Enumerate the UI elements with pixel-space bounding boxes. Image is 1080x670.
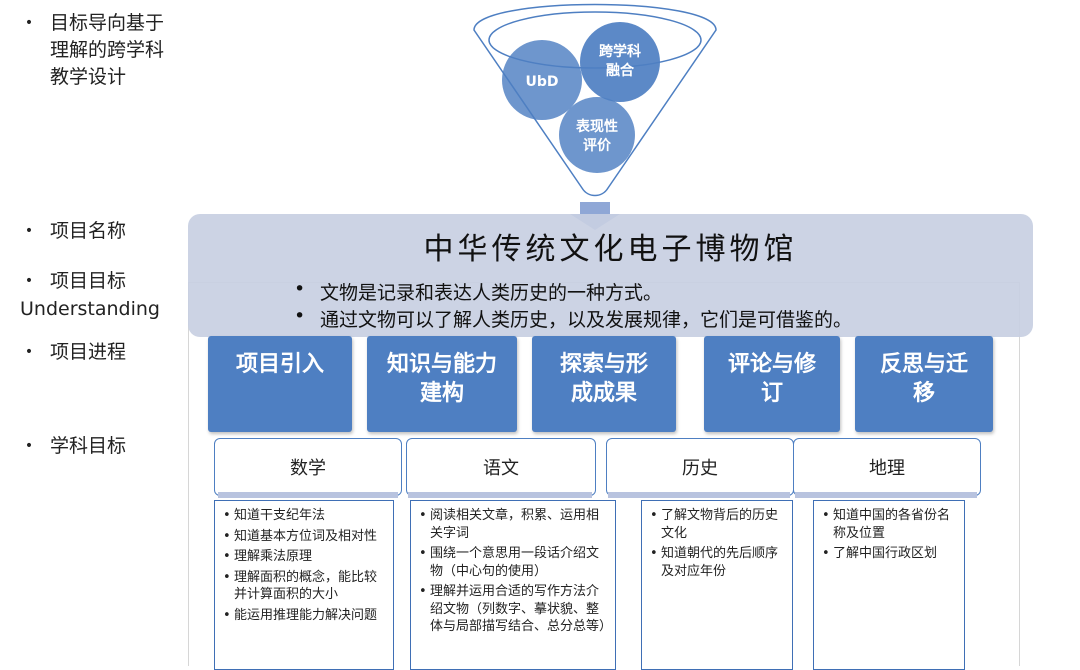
project-title: 中华传统文化电子博物馆 [423,232,798,267]
process-step-construct: 知识与能力建构 [367,336,517,432]
goal-box-chinese: 阅读相关文章，积累、运用相关字词 围绕一个意思用一段话介绍文物（中心句的使用） … [410,500,616,670]
bullet-icon: • [24,223,34,239]
outline-project-process-label: 项目进程 [50,341,127,363]
bullet-icon: • [24,438,34,454]
circle-interdisciplinary-label-2: 融合 [606,62,635,79]
subject-header-history: 历史 [606,438,794,496]
list-item: 阅读相关文章，积累、运用相关字词 [419,507,609,542]
understanding-text-1: 文物是记录和表达人类历史的一种方式。 [320,282,663,304]
subject-header-chinese: 语文 [406,438,596,496]
bullet-icon: • [24,273,34,289]
process-step-reflect: 反思与迁移 [855,336,993,432]
circle-performance-label-2: 评价 [583,138,612,154]
process-step-revise: 评论与修订 [704,336,840,432]
bullet-icon: • [294,305,306,327]
bullet-icon: • [24,344,34,360]
bullet-icon: • [24,15,34,31]
circle-ubd [502,40,582,120]
list-item: 知道基本方位词及相对性 [223,528,387,546]
list-item: 理解面积的概念，能比较并计算面积的大小 [223,569,387,604]
circle-ubd-label: UbD [525,74,558,90]
subject-divider-chinese [408,492,592,498]
subject-header-geography: 地理 [793,438,981,496]
outline-goal-line-1: 目标导向基于 [50,12,165,34]
list-item: 了解中国行政区划 [822,545,958,563]
bullet-icon: • [294,278,306,300]
project-banner: 中华传统文化电子博物馆 • 文物是记录和表达人类历史的一种方式。 • 通过文物可… [188,214,1033,337]
outline-project-goal-label: 项目目标 [50,270,127,292]
process-step-explore: 探索与形成成果 [532,336,676,432]
list-item: 理解并运用合适的写作方法介绍文物（列数字、摹状貌、整体与局部描写结合、总分总等） [419,583,612,636]
list-item: 知道中国的各省份名称及位置 [822,507,958,542]
understanding-text-2: 通过文物可以了解人类历史，以及发展规律，它们是可借鉴的。 [320,309,853,331]
funnel-diagram: UbD 跨学科 融合 表现性 评价 [473,3,717,230]
outline-goal-line-2: 理解的跨学科 [50,39,165,61]
outline-project-name-label: 项目名称 [50,220,127,242]
list-item: 理解乘法原理 [223,548,387,566]
list-item: 围绕一个意思用一段话介绍文物（中心句的使用） [419,545,609,580]
list-item: 知道朝代的先后顺序及对应年份 [650,545,786,580]
circle-performance-evaluation [559,97,635,173]
outline-project-goal-sub: Understanding [20,298,160,320]
goal-box-math: 知道干支纪年法 知道基本方位词及相对性 理解乘法原理 理解面积的概念，能比较并计… [214,500,394,670]
goal-box-history: 了解文物背后的历史文化 知道朝代的先后顺序及对应年份 [641,500,793,670]
subject-divider-geography [795,492,977,498]
circle-interdisciplinary [580,22,660,102]
outline-goal-line-3: 教学设计 [50,66,127,88]
list-item: 能运用推理能力解决问题 [223,607,387,625]
subject-divider-math [218,492,398,498]
goal-box-geography: 知道中国的各省份名称及位置 了解中国行政区划 [813,500,965,670]
list-item: 了解文物背后的历史文化 [650,507,786,542]
circle-performance-label-1: 表现性 [575,118,618,135]
list-item: 知道干支纪年法 [223,507,387,525]
process-step-intro: 项目引入 [208,336,352,432]
subject-header-math: 数学 [214,438,402,496]
subject-divider-history [608,492,790,498]
circle-interdisciplinary-label-1: 跨学科 [599,43,641,60]
outline-subject-goal-label: 学科目标 [50,435,127,457]
